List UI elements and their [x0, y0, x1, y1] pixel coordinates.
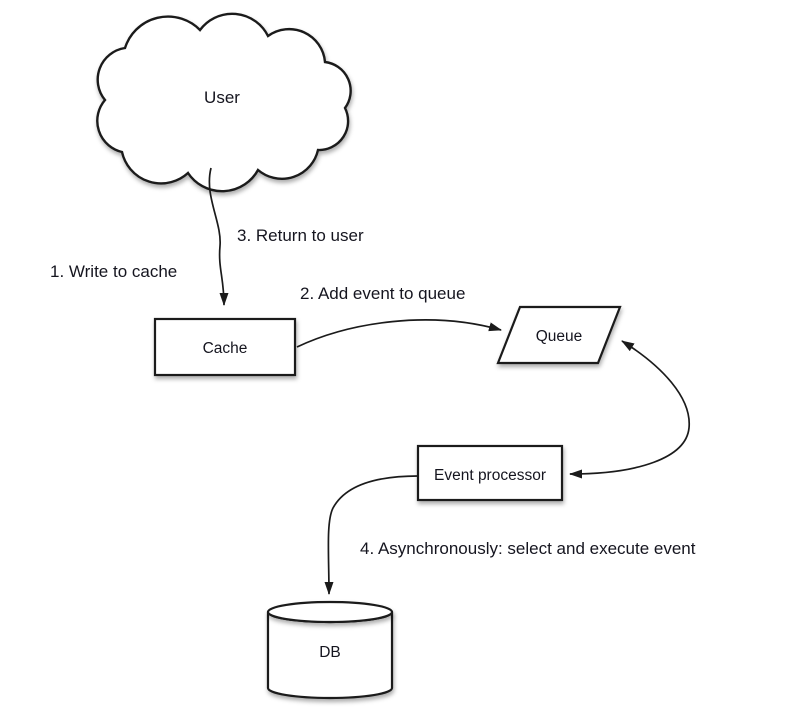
event-processor-label: Event processor	[434, 467, 546, 484]
event-processor-node	[416, 444, 564, 502]
db-label: DB	[319, 644, 341, 661]
step2-label: 2. Add event to queue	[300, 284, 465, 303]
cache-label: Cache	[203, 340, 248, 357]
step3-label: 3. Return to user	[237, 226, 364, 245]
eventprocessor-to-db-arrow	[324, 475, 419, 595]
queue-eventprocessor-arrow	[569, 340, 690, 479]
cache-to-queue-arrow	[296, 319, 502, 348]
step1-label: 1. Write to cache	[50, 262, 177, 281]
user-label: User	[204, 88, 240, 107]
user-cloud-shape	[96, 12, 352, 193]
queue-label: Queue	[536, 328, 583, 345]
user-to-cache-arrow	[208, 167, 229, 306]
db-node	[266, 600, 394, 700]
step4-label: 4. Asynchronously: select and execute ev…	[360, 539, 696, 558]
cache-node	[153, 317, 297, 377]
db-cylinder-top	[266, 600, 394, 624]
